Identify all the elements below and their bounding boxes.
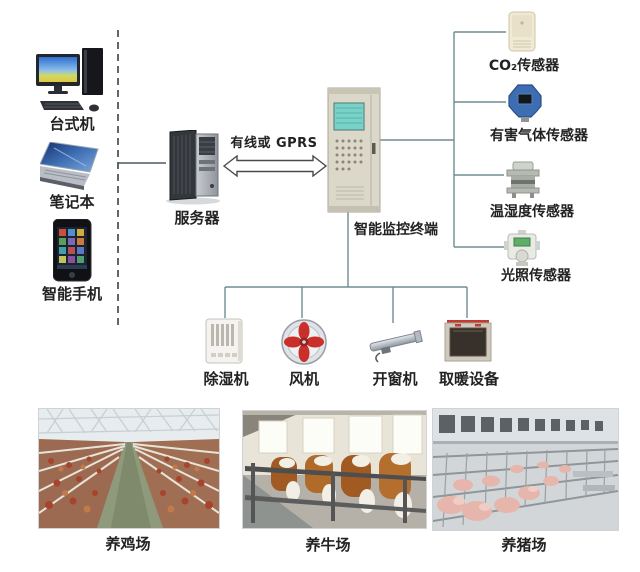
window-opener-label: 开窗机 (372, 370, 418, 388)
server-icon (166, 130, 220, 205)
smartphone-icon (53, 219, 92, 282)
double-arrow (222, 154, 328, 178)
gas-sensor-label: 有害气体传感器 (490, 128, 588, 144)
temp-humidity-sensor-label: 温湿度传感器 (490, 204, 574, 220)
chicken-farm-photo (38, 408, 220, 529)
fan-label: 风机 (288, 370, 319, 388)
heater-label: 取暖设备 (438, 370, 499, 388)
link-label: 有线或 GPRS (230, 136, 318, 151)
gas-sensor-icon (508, 84, 542, 122)
temp-humidity-sensor-icon (506, 161, 540, 198)
heater-icon (444, 320, 492, 362)
smartphone-label: 智能手机 (41, 285, 102, 303)
monitor-terminal-icon (327, 87, 381, 213)
co2-sensor-label: CO₂传感器 (488, 58, 560, 74)
light-sensor-label: 光照传感器 (501, 268, 571, 284)
dehumidifier-icon (205, 318, 243, 364)
desktop-label: 台式机 (49, 115, 95, 133)
dehumidifier-label: 除湿机 (203, 370, 249, 388)
desktop-computer-icon (36, 48, 103, 112)
fan-icon (281, 319, 327, 365)
light-sensor-icon (504, 230, 540, 266)
cattle-farm-label: 养牛场 (305, 536, 351, 554)
laptop-label: 笔记本 (49, 193, 95, 211)
window-opener-icon (369, 329, 423, 363)
chicken-farm-label: 养鸡场 (105, 535, 151, 553)
co2-sensor-icon (508, 11, 536, 52)
laptop-icon (40, 142, 99, 190)
terminal-label: 智能监控终端 (354, 222, 438, 238)
pig-farm-label: 养猪场 (501, 536, 547, 554)
cattle-farm-photo (242, 410, 427, 529)
server-label: 服务器 (174, 209, 220, 227)
pig-farm-photo (432, 408, 619, 531)
